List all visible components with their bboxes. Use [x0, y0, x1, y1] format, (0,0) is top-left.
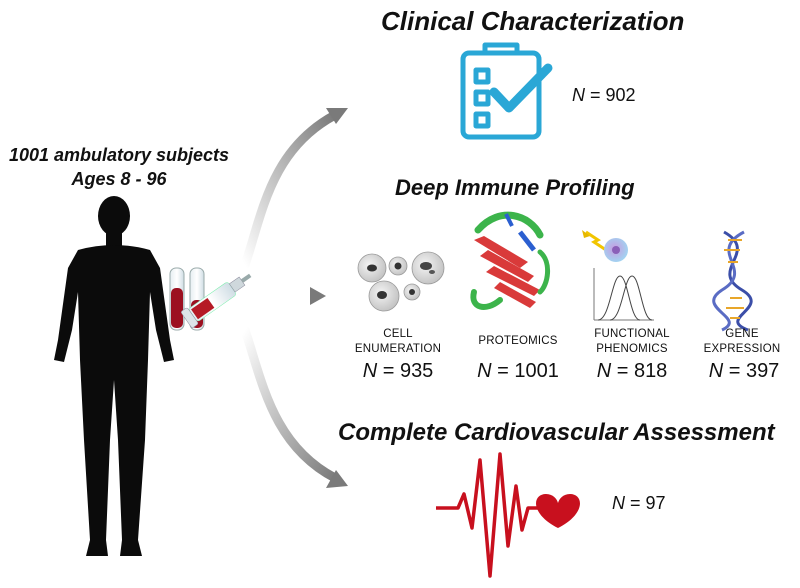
assay-label-line1: GENE: [725, 328, 759, 340]
clinical-n-value: = 902: [590, 85, 636, 105]
syringe-icon: [181, 273, 252, 328]
cardio-n-value: = 97: [630, 493, 666, 513]
flow-cytometry-icon: [582, 230, 654, 321]
assay-functional-count: N = 818: [582, 360, 682, 383]
assay-n-label: N: [708, 360, 724, 382]
cardio-n-label: N: [612, 493, 625, 513]
immune-title: Deep Immune Profiling: [395, 175, 635, 200]
assay-n-label: N: [362, 360, 378, 382]
arrow-to-immune: [236, 287, 326, 305]
human-silhouette-icon: [54, 196, 174, 556]
arrow-to-clinical: [240, 108, 348, 270]
assay-gene-label: GENE EXPRESSION: [690, 327, 794, 357]
assay-proteomics-label: PROTEOMICS: [468, 334, 568, 349]
clinical-n-label: N: [572, 85, 585, 105]
assay-label-line1: PROTEOMICS: [478, 335, 558, 347]
clipboard-checklist-icon: [460, 42, 553, 140]
assay-label-line2: ENUMERATION: [354, 343, 442, 355]
assay-n-label: N: [477, 360, 492, 382]
cells-icon: [357, 251, 445, 312]
cardio-count: N = 97: [612, 493, 666, 514]
assay-gene-count: N = 397: [694, 360, 794, 383]
heartbeat-icon: [436, 452, 580, 578]
assay-functional-label: FUNCTIONAL PHENOMICS: [580, 327, 684, 357]
clinical-count: N = 902: [572, 85, 636, 106]
assay-label-line2: PHENOMICS: [596, 343, 668, 355]
assay-n-value: = 1001: [497, 360, 559, 382]
arrow-to-cardio: [240, 325, 348, 488]
assay-n-value: = 397: [728, 360, 780, 382]
assay-label-line1: CELL: [383, 328, 413, 340]
subjects-caption: 1001 ambulatory subjects Ages 8 - 96: [6, 143, 232, 191]
assay-label-line1: FUNCTIONAL: [594, 328, 670, 340]
assay-cell-count: N = 935: [348, 360, 448, 383]
assay-proteomics-count: N = 1001: [468, 360, 568, 383]
protein-ribbon-icon: [470, 211, 550, 310]
assay-n-value: = 935: [382, 360, 434, 382]
clinical-title: Clinical Characterization: [381, 6, 685, 36]
cardio-title: Complete Cardiovascular Assessment: [338, 419, 775, 446]
subjects-age-line: Ages 8 - 96: [71, 169, 167, 189]
assay-cell-label: CELL ENUMERATION: [348, 327, 448, 357]
dna-helix-icon: [712, 230, 753, 332]
subjects-count-line: 1001 ambulatory subjects: [8, 145, 230, 165]
assay-n-label: N: [596, 360, 612, 382]
assay-label-line2: EXPRESSION: [703, 343, 781, 355]
assay-n-value: = 818: [616, 360, 668, 382]
